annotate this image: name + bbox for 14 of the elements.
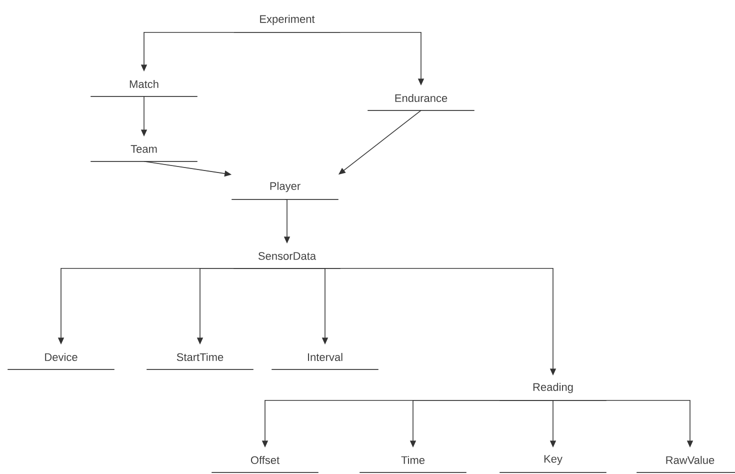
node-label: SensorData <box>258 252 316 260</box>
underlined-label: Team <box>90 145 198 162</box>
underlined-label: Time <box>359 456 467 473</box>
underlined-label: Player <box>231 182 339 200</box>
underlined-label: Interval <box>271 352 379 370</box>
underlined-label: Match <box>90 80 198 97</box>
underlined-label: Device <box>7 352 115 370</box>
underlined-label: Endurance <box>367 94 475 111</box>
node-label: Reading <box>533 382 573 394</box>
underlined-label: Key <box>499 455 607 473</box>
underlined-label: StartTime <box>146 352 254 370</box>
underlined-label: Offset <box>211 456 319 473</box>
underlined-label: Experiment <box>233 14 341 33</box>
underlined-label: RawValue <box>636 456 735 473</box>
